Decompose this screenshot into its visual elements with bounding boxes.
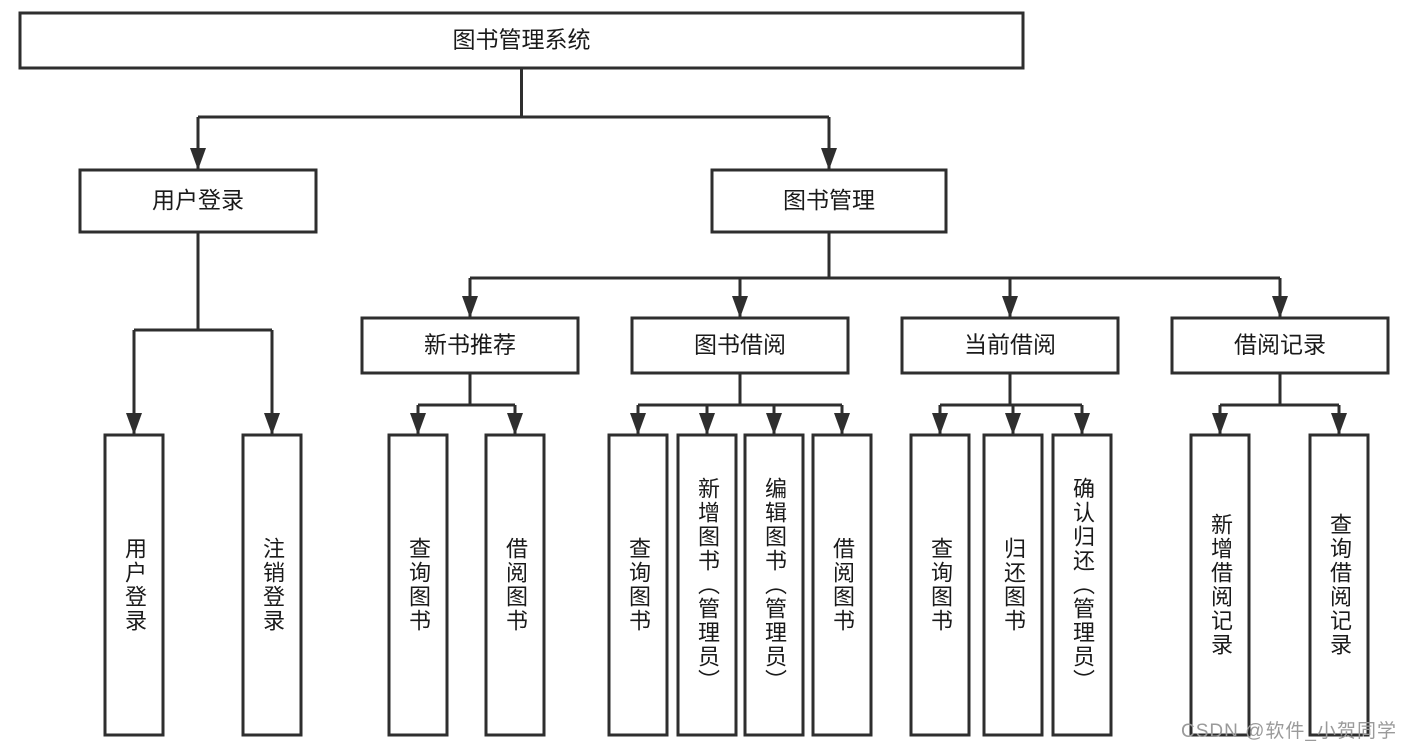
arrow-head-icon <box>821 148 837 170</box>
arrow-head-icon <box>1074 413 1090 435</box>
node-borrow-record[interactable]: 借阅记录 <box>1170 316 1390 375</box>
arrow-head-icon <box>932 413 948 435</box>
node-box <box>743 433 805 737</box>
node-user-login[interactable]: 用户登录 <box>78 168 318 234</box>
node-book-manage[interactable]: 图书管理 <box>710 168 948 234</box>
arrow-head-icon <box>834 413 850 435</box>
node-box <box>710 168 948 234</box>
node-box <box>387 433 449 737</box>
arrow-head-icon <box>699 413 715 435</box>
arrow-head-icon <box>507 413 523 435</box>
node-box <box>982 433 1044 737</box>
node-root[interactable]: 图书管理系统 <box>18 11 1025 70</box>
node-box <box>1051 433 1113 737</box>
node-leaf-edit-book-admin[interactable] <box>743 433 805 737</box>
arrow-head-icon <box>1212 413 1228 435</box>
node-leaf-confirm-return[interactable] <box>1051 433 1113 737</box>
node-current-borrow[interactable]: 当前借阅 <box>900 316 1120 375</box>
arrow-head-icon <box>630 413 646 435</box>
node-box <box>484 433 546 737</box>
node-box <box>676 433 738 737</box>
connector-edges <box>126 68 1347 435</box>
arrow-head-icon <box>1005 413 1021 435</box>
node-label: 用户登录 <box>152 187 244 213</box>
node-label: 图书借阅 <box>694 332 786 358</box>
node-leaf-borrow-book-2[interactable] <box>811 433 873 737</box>
node-box <box>103 433 165 737</box>
arrow-head-icon <box>410 413 426 435</box>
node-box <box>18 11 1025 70</box>
node-label: 新书推荐 <box>424 332 516 358</box>
node-book-borrow[interactable]: 图书借阅 <box>630 316 850 375</box>
node-box <box>900 316 1120 375</box>
node-box <box>360 316 580 375</box>
node-box <box>78 168 318 234</box>
arrow-head-icon <box>1331 413 1347 435</box>
node-leaf-user-login[interactable] <box>103 433 165 737</box>
node-box <box>630 316 850 375</box>
watermark-text: CSDN @软件_小贺同学 <box>1181 721 1397 742</box>
node-box <box>909 433 971 737</box>
arrow-head-icon <box>1002 296 1018 318</box>
node-box <box>1170 316 1390 375</box>
node-leaf-add-borrow-record[interactable] <box>1189 433 1251 737</box>
node-label: 图书管理系统 <box>453 27 591 53</box>
node-box <box>1189 433 1251 737</box>
node-leaf-query-book-1[interactable] <box>387 433 449 737</box>
arrow-head-icon <box>190 148 206 170</box>
arrow-head-icon <box>1272 296 1288 318</box>
node-leaf-borrow-book-1[interactable] <box>484 433 546 737</box>
node-box <box>607 433 669 737</box>
node-label: 借阅记录 <box>1234 332 1326 358</box>
node-leaf-add-book-admin[interactable] <box>676 433 738 737</box>
node-leaf-query-book-2[interactable] <box>607 433 669 737</box>
node-leaf-query-borrow-record[interactable] <box>1308 433 1370 737</box>
node-box <box>811 433 873 737</box>
node-box <box>1308 433 1370 737</box>
node-new-book-recommend[interactable]: 新书推荐 <box>360 316 580 375</box>
node-leaf-logout[interactable] <box>241 433 303 737</box>
node-label: 图书管理 <box>783 187 875 213</box>
arrow-head-icon <box>462 296 478 318</box>
arrow-head-icon <box>264 413 280 435</box>
node-leaf-query-book-3[interactable] <box>909 433 971 737</box>
node-leaf-return-book[interactable] <box>982 433 1044 737</box>
arrow-head-icon <box>732 296 748 318</box>
arrow-head-icon <box>126 413 142 435</box>
node-box <box>241 433 303 737</box>
arrow-head-icon <box>766 413 782 435</box>
node-label: 当前借阅 <box>964 332 1056 358</box>
